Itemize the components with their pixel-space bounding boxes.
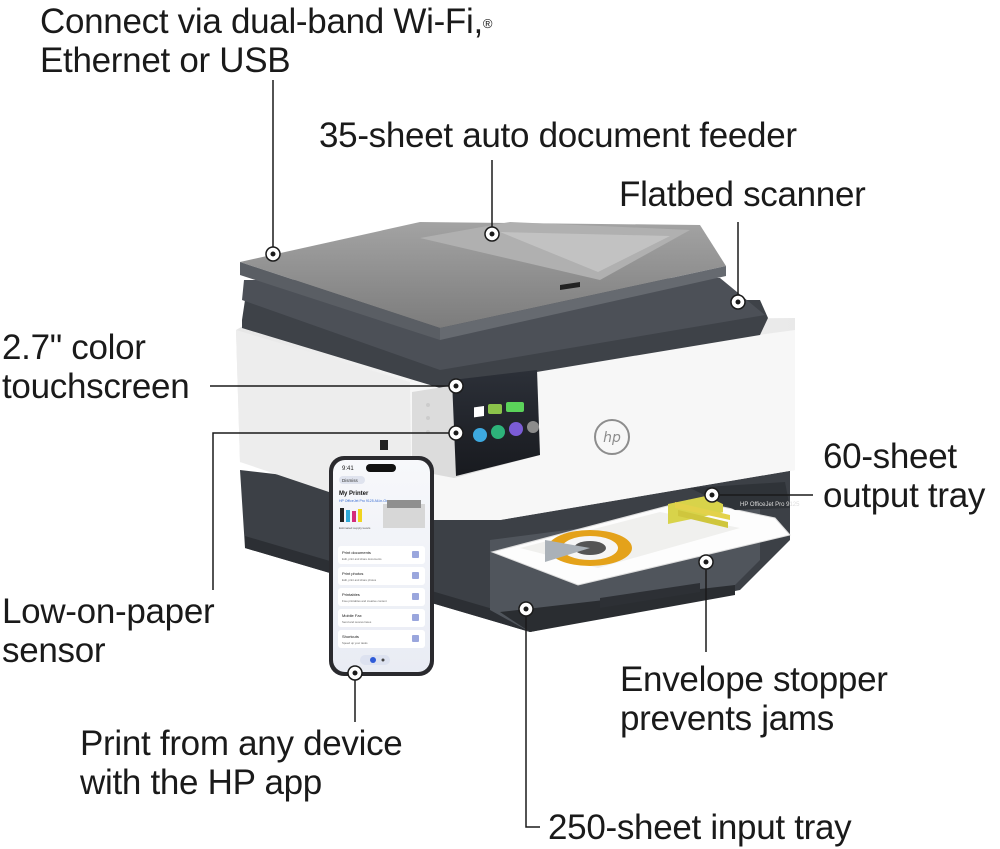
callout-app-line2: with the HP app xyxy=(80,763,322,802)
callout-app-line1: Print from any device xyxy=(80,724,403,763)
dot-envelope xyxy=(698,554,714,570)
dot-paper-sensor xyxy=(448,425,464,441)
callout-flatbed: Flatbed scanner xyxy=(619,175,866,214)
svg-text:Mobile Fax: Mobile Fax xyxy=(342,613,362,618)
svg-text:Send and receive faxes: Send and receive faxes xyxy=(342,620,372,624)
callout-input-tray: 250-sheet input tray xyxy=(548,808,852,847)
dynamic-island xyxy=(366,464,396,472)
callout-connectivity-line2: Ethernet or USB xyxy=(40,41,291,80)
callout-dots xyxy=(265,226,746,681)
dot-touchscreen xyxy=(448,378,464,394)
phone-menu-item[interactable] xyxy=(338,567,425,585)
callout-app: Print from any device with the HP app xyxy=(80,724,403,802)
touchscreen-display xyxy=(452,370,540,476)
svg-text:Speed up your tasks: Speed up your tasks xyxy=(342,641,368,645)
callout-adf-text: 35-sheet auto document feeder xyxy=(319,116,797,155)
hp-logo xyxy=(594,419,630,455)
phone: 9:41 Dismiss My Printer HP OfficeJet Pro… xyxy=(329,456,434,676)
phone-menu-item[interactable] xyxy=(338,630,425,648)
phone-menu-item[interactable] xyxy=(338,588,425,606)
screen-tile-copy xyxy=(473,428,487,442)
phone-title: My Printer xyxy=(339,491,369,497)
callout-envelope-line2: prevents jams xyxy=(620,699,834,738)
phone-back-label: Dismiss xyxy=(342,478,358,483)
callout-connectivity-line1: Connect via dual-band Wi-Fi, xyxy=(40,2,483,41)
dot-connectivity xyxy=(265,246,281,262)
phone-time: 9:41 xyxy=(342,466,354,472)
svg-text:Printables: Printables xyxy=(342,592,360,597)
control-panel xyxy=(412,370,540,478)
callout-input-tray-text: 250-sheet input tray xyxy=(548,808,852,847)
scanner xyxy=(240,222,768,388)
tray-handle xyxy=(600,583,700,608)
callout-paper-sensor: Low-on-paper sensor xyxy=(2,592,215,670)
phone-menu-item[interactable] xyxy=(338,546,425,564)
callout-envelope: Envelope stopper prevents jams xyxy=(620,660,888,738)
dot-flatbed xyxy=(730,294,746,310)
callout-adf: 35-sheet auto document feeder xyxy=(319,116,797,155)
callout-paper-sensor-line2: sensor xyxy=(2,631,106,670)
hp-logo-text: hp xyxy=(603,430,621,446)
dot-output-tray xyxy=(704,487,720,503)
ink-level-bars xyxy=(340,508,362,522)
callout-flatbed-text: Flatbed scanner xyxy=(619,175,866,214)
phone-menu: Print documents Edit, print and share do… xyxy=(338,546,425,648)
screen-tile-scan xyxy=(491,425,505,439)
usb-port xyxy=(380,440,388,450)
dot-adf xyxy=(484,226,500,242)
registered-mark: ® xyxy=(482,16,493,31)
callout-envelope-line1: Envelope stopper xyxy=(620,660,888,699)
dot-app xyxy=(347,665,363,681)
callout-output-tray: 60-sheet output tray xyxy=(823,437,985,515)
callout-connectivity: Connect via dual-band Wi-Fi,® Ethernet o… xyxy=(40,2,493,80)
phone-subtitle: HP OfficeJet Pro 9125 All-in-One xyxy=(339,499,390,503)
svg-text:Print documents: Print documents xyxy=(342,550,371,555)
phone-menu-item[interactable] xyxy=(338,609,425,627)
svg-text:Print photos: Print photos xyxy=(342,571,363,576)
phone-supplies-label: Estimated supply levels xyxy=(339,526,371,530)
svg-text:Edit, print and share photos: Edit, print and share photos xyxy=(342,578,377,582)
svg-text:Edit, print and share document: Edit, print and share documents xyxy=(342,557,382,561)
dot-input-tray xyxy=(518,601,534,617)
callout-touchscreen: 2.7" color touchscreen xyxy=(2,328,190,406)
callout-output-tray-line2: output tray xyxy=(823,476,986,515)
output-paper xyxy=(490,492,791,586)
model-text: HP OfficeJet Pro 9125 xyxy=(740,502,800,508)
callout-output-tray-line1: 60-sheet xyxy=(823,437,957,476)
svg-text:Shortcuts: Shortcuts xyxy=(342,634,359,639)
screen-tile-menu xyxy=(527,421,539,433)
callout-lines xyxy=(210,80,813,828)
callout-touchscreen-line2: touchscreen xyxy=(2,367,190,406)
screen-tile-fax xyxy=(509,422,523,436)
callout-paper-sensor-line1: Low-on-paper xyxy=(2,592,215,631)
svg-text:Free printables and creative c: Free printables and creative content xyxy=(342,599,387,603)
callout-touchscreen-line1: 2.7" color xyxy=(2,328,146,367)
